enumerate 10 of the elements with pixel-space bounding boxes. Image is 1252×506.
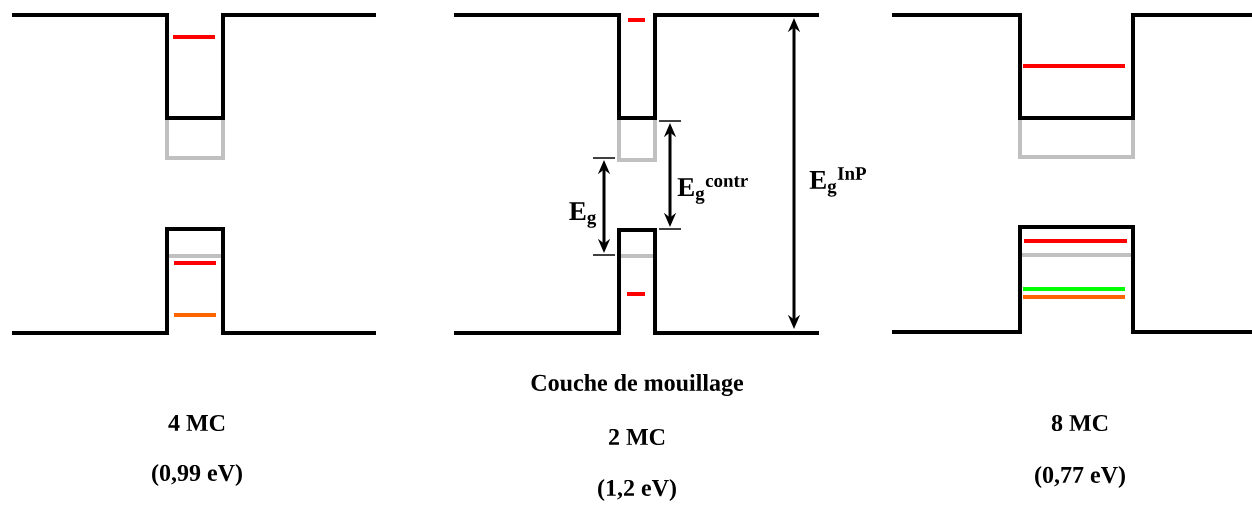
caption-text: Couche de mouillage <box>531 374 744 396</box>
caption-text: 2 MC <box>609 428 665 446</box>
caption-text: 4 MC <box>168 414 225 432</box>
energy-label: E$_{g}$InP <box>809 167 867 197</box>
caption-text: (0,99 eV) <box>152 464 242 486</box>
caption-text: 8 MC <box>1051 414 1108 432</box>
energy-label: E$_{g}$contr <box>677 176 748 204</box>
caption-text: (0,77 eV) <box>1035 466 1125 488</box>
energy-label: E$_{g}$ <box>569 202 597 228</box>
caption-text: (1,2 eV) <box>598 479 676 501</box>
